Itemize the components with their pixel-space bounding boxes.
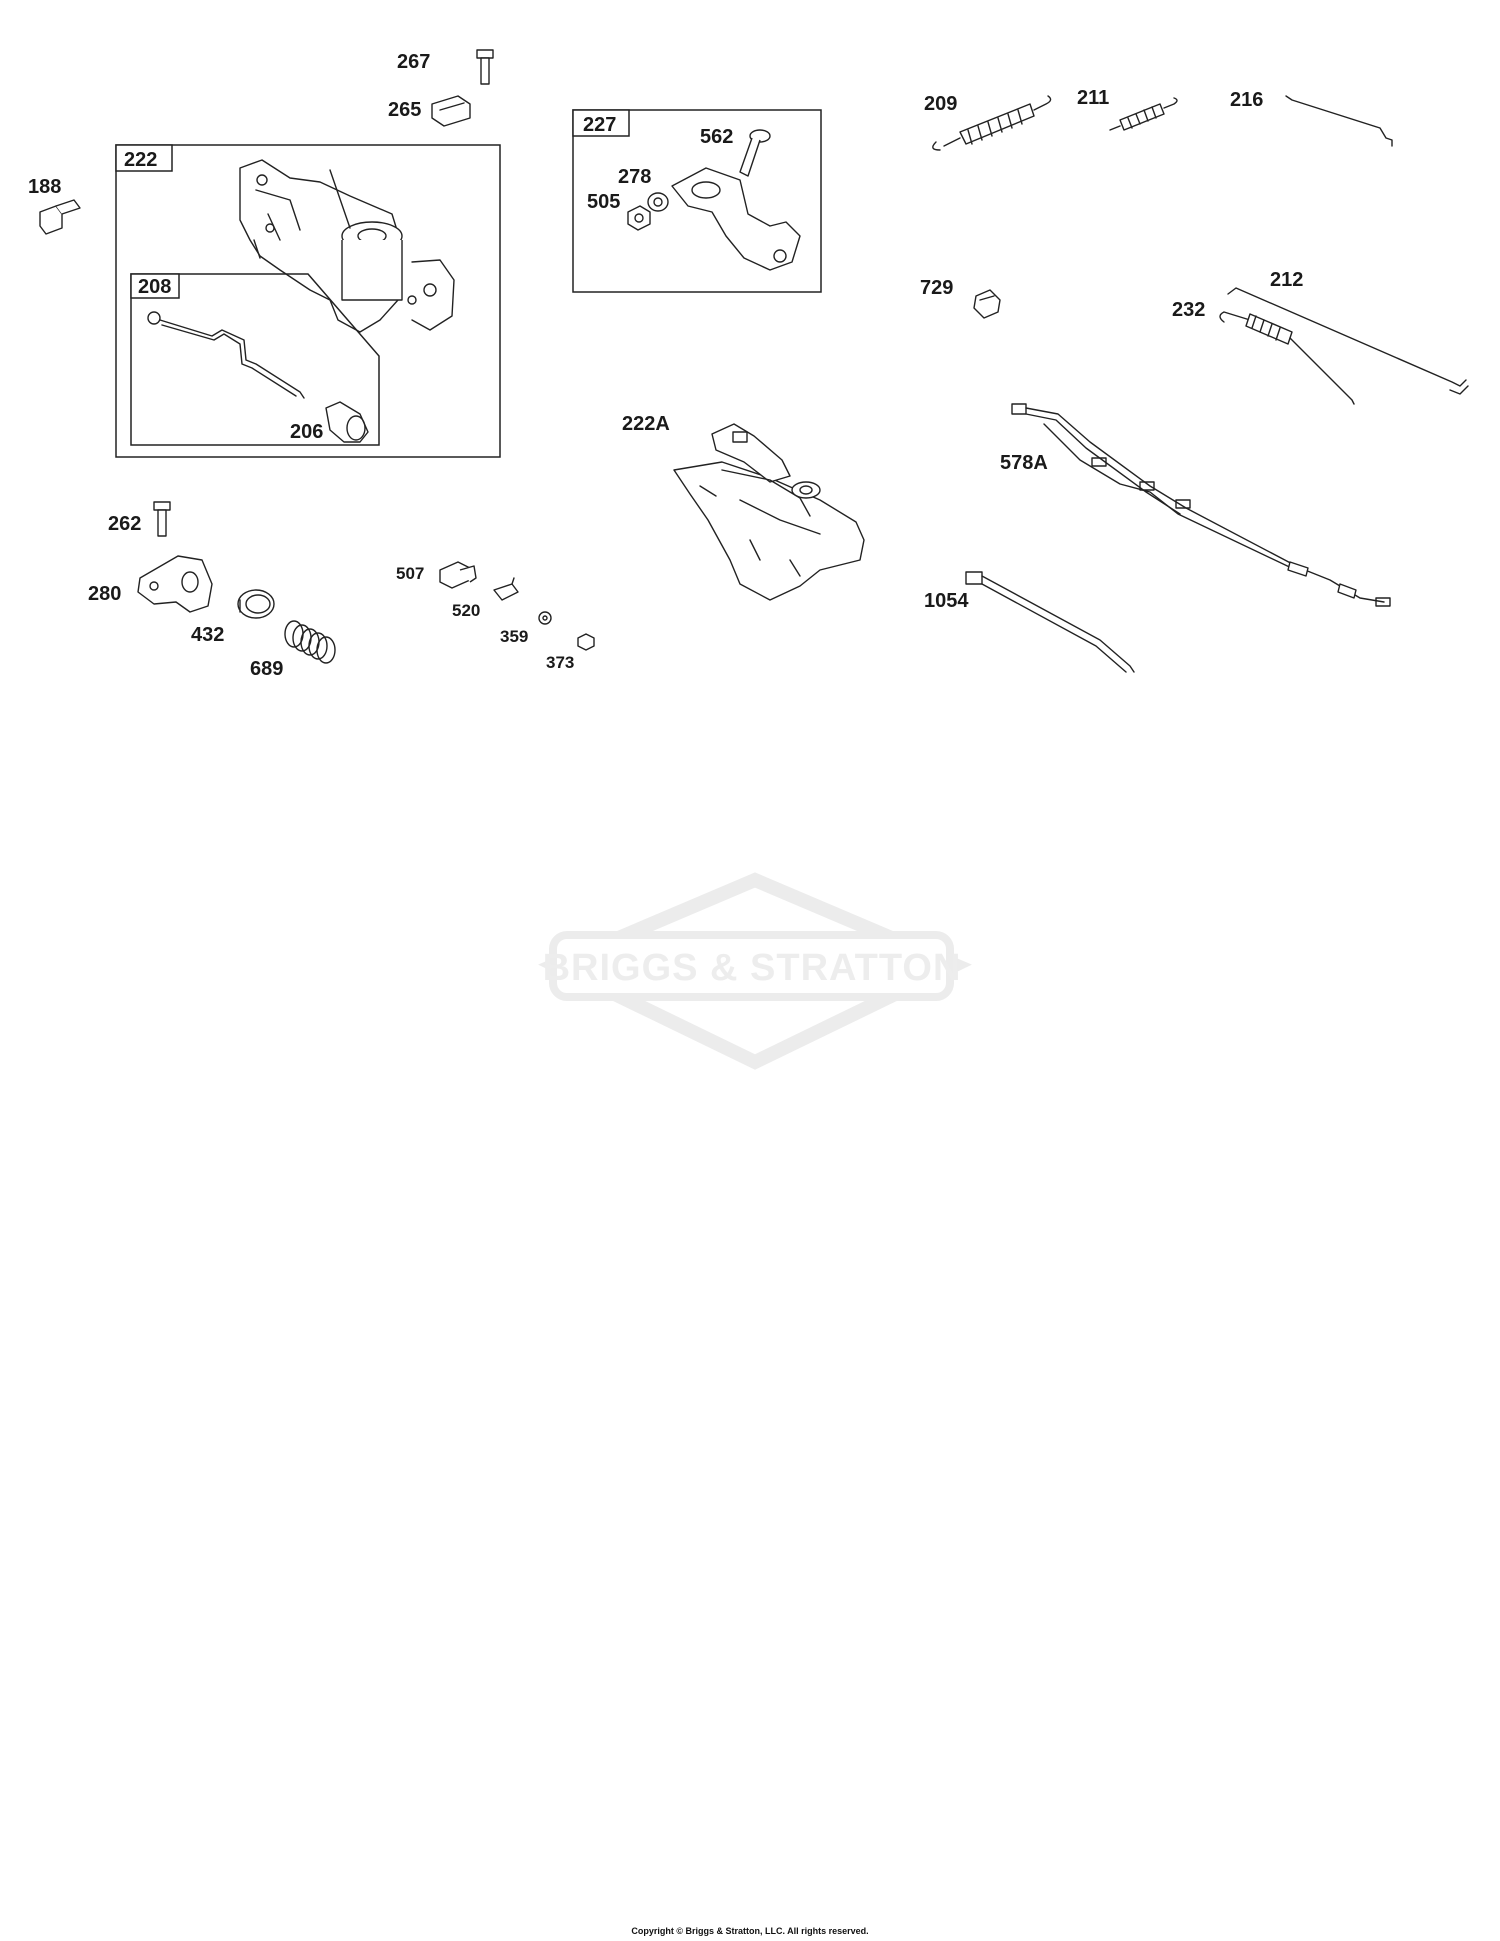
label-729: 729 (920, 277, 953, 299)
part-211-spring (1109, 97, 1178, 131)
part-505-nut (627, 205, 651, 231)
label-373: 373 (546, 653, 574, 672)
label-222: 222 (124, 149, 157, 171)
part-373-nut (577, 633, 595, 651)
label-262: 262 (108, 513, 141, 535)
label-505: 505 (587, 191, 620, 213)
label-432: 432 (191, 624, 224, 646)
part-206-knob (325, 401, 369, 443)
part-689-spring (284, 620, 336, 664)
part-432-ring (237, 589, 275, 619)
part-188-bolt (39, 199, 81, 235)
label-211: 211 (1077, 87, 1109, 109)
part-209-spring (932, 95, 1052, 151)
box-208 (130, 273, 380, 446)
label-578A: 578A (1000, 452, 1048, 474)
label-222A: 222A (622, 413, 670, 435)
label-689: 689 (250, 658, 283, 680)
part-232-spring-rod (1219, 311, 1355, 405)
part-280-bracket (137, 555, 213, 613)
box-227 (572, 109, 822, 293)
label-267: 267 (397, 51, 430, 73)
part-562-pin (739, 129, 771, 177)
label-562: 562 (700, 126, 733, 148)
label-278: 278 (618, 166, 651, 188)
label-520: 520 (452, 601, 480, 620)
part-222-governor-bracket (239, 159, 455, 333)
label-232: 232 (1172, 299, 1205, 321)
label-359: 359 (500, 627, 528, 646)
part-1054-cable-tie (965, 571, 1135, 673)
label-188: 188 (28, 176, 61, 198)
watermark-text: BRIGGS & STRATTON (543, 947, 962, 989)
part-222A-throttle-plate (673, 423, 865, 601)
label-206: 206 (290, 421, 323, 443)
copyright-footer: Copyright © Briggs & Stratton, LLC. All … (631, 1926, 869, 1936)
part-216-rod (1285, 95, 1393, 147)
part-265-clip (431, 95, 471, 127)
part-507-switch (439, 561, 477, 589)
part-227-lever (671, 167, 801, 271)
box-222 (115, 144, 501, 458)
label-1054: 1054 (924, 590, 969, 612)
part-267-screw (476, 49, 494, 85)
label-265: 265 (388, 99, 421, 121)
part-578A-cable (1011, 403, 1391, 607)
part-212-rod (1227, 287, 1469, 395)
label-209: 209 (924, 93, 957, 115)
label-216: 216 (1230, 89, 1263, 111)
part-520-clip (493, 577, 519, 601)
part-729-clip (973, 289, 1001, 319)
label-212: 212 (1270, 269, 1303, 291)
label-507: 507 (396, 564, 424, 583)
brand-watermark: BRIGGS & STRATTON (538, 872, 972, 1070)
label-227: 227 (583, 114, 616, 136)
part-278-washer (647, 192, 669, 212)
part-359-washer (538, 611, 552, 625)
part-208-link-rod (147, 311, 305, 399)
label-280: 280 (88, 583, 121, 605)
label-208: 208 (138, 276, 171, 298)
part-262-screw (153, 501, 171, 537)
